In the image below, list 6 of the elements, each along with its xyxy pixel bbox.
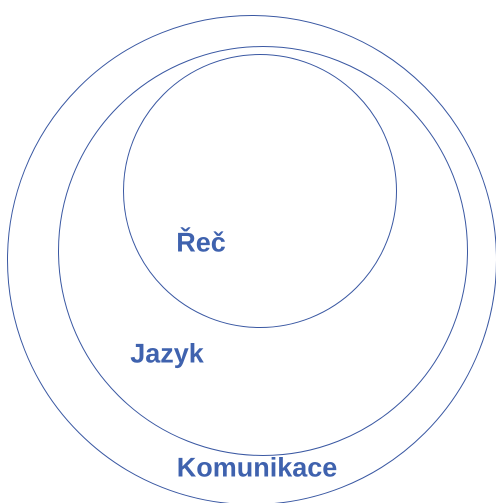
circle-label: Komunikace xyxy=(176,454,338,482)
outer-circle xyxy=(7,15,496,503)
middle-circle xyxy=(58,46,468,456)
circle-label: Jazyk xyxy=(130,340,204,368)
circle-label: Řeč xyxy=(176,230,226,256)
inner-circle xyxy=(123,54,397,328)
